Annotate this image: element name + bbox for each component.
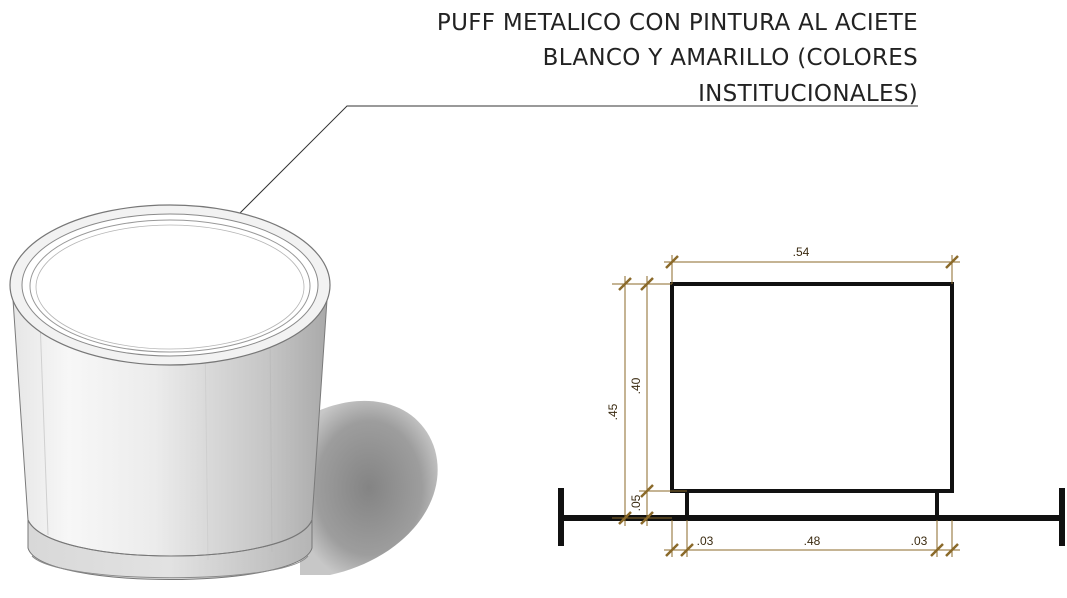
puff-seat (35, 224, 305, 350)
dimension-leg-height (640, 491, 654, 526)
dimension-total-height-label: .45 (606, 403, 620, 420)
seat-outline (670, 282, 954, 493)
note-line-2: BLANCO Y AMARILLO (COLORES (543, 45, 918, 71)
dimension-seat-height-label: .40 (629, 377, 643, 394)
puff-isometric-view (9, 204, 438, 580)
dimension-width-label: .54 (793, 245, 810, 259)
annotation-note: PUFF METALICO CON PINTURA AL ACIETE BLAN… (189, 10, 918, 265)
dimension-leg-offset-right-label: .03 (911, 534, 928, 548)
puff-elevation-view: .54 .45 .40 .05 (558, 245, 1065, 557)
dimension-leg-offset-left-label: .03 (697, 534, 714, 548)
leader-line (194, 105, 918, 259)
note-line-1: PUFF METALICO CON PINTURA AL ACIETE (437, 10, 918, 36)
dimension-total-height (612, 276, 672, 526)
dimension-leg-span-label: .48 (804, 534, 821, 548)
dimension-leg-chain (664, 520, 960, 557)
note-line-3: INSTITUCIONALES) (698, 81, 918, 107)
dimension-width (664, 255, 960, 284)
puff-shadow (300, 400, 438, 575)
dimension-leg-height-label: .05 (629, 494, 643, 511)
